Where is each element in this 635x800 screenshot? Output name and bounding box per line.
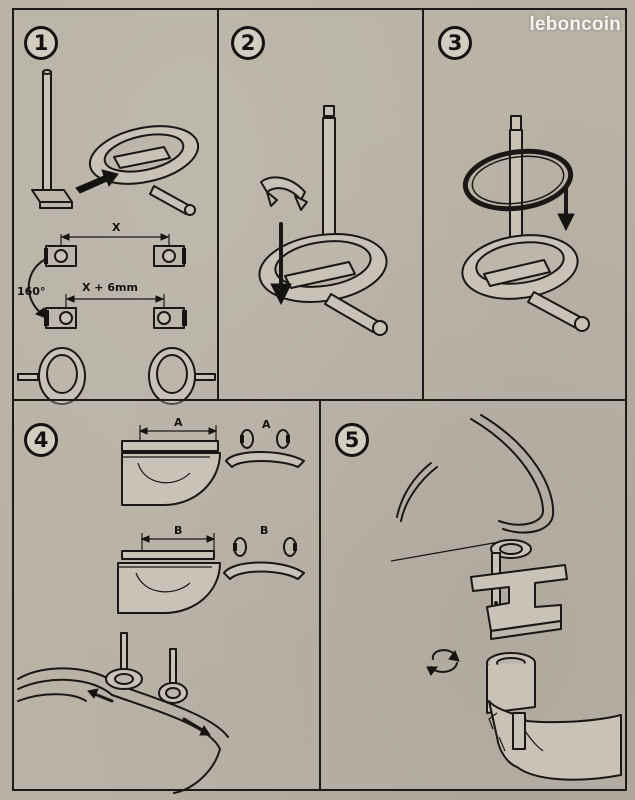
- step-4-badge: 4: [24, 423, 58, 457]
- hinge-clip-icon: [44, 245, 186, 267]
- hinge-plate-icon: [258, 233, 388, 336]
- hinge-clip-icon: [486, 652, 536, 714]
- step-3-panel: 3: [422, 8, 627, 401]
- step-5-badge: 5: [335, 423, 369, 457]
- hinge-ring-icon: [105, 668, 188, 704]
- hinge-ring-icon: [17, 347, 216, 405]
- step-3-badge: 3: [438, 26, 472, 60]
- width-a-label: A: [174, 416, 183, 429]
- step-3-illustration: [461, 115, 590, 332]
- hinge-clip-icon: [260, 176, 308, 211]
- step-5-illustration: [390, 414, 622, 781]
- hinge-plate-icon: [461, 234, 590, 332]
- hinge-clip-icon: [225, 429, 305, 468]
- step-1-illustration: [17, 69, 216, 405]
- step-1-badge: 1: [24, 26, 58, 60]
- hinge-ring-icon: [462, 148, 574, 212]
- hinge-plate-icon: [470, 564, 568, 640]
- gap-label: X: [112, 221, 121, 234]
- width-b-label: B: [174, 524, 183, 537]
- toilet-bowl-icon: [117, 550, 221, 614]
- step-4-panel: 4: [12, 399, 321, 794]
- step-1-panel: 1: [12, 8, 219, 405]
- step-2-illustration: [258, 105, 388, 336]
- step-2-panel: 2: [217, 8, 424, 401]
- step-2-badge: 2: [231, 26, 265, 60]
- hinge-a-label: A: [262, 418, 271, 431]
- gap-adjusted-label: X + 6mm: [82, 281, 138, 294]
- watermark-logo: leboncoin: [529, 14, 621, 35]
- hinge-clip-icon: [223, 537, 305, 580]
- step-4-illustration: [17, 425, 305, 794]
- toilet-bowl-icon: [121, 440, 221, 506]
- rotate-arrow-icon: [426, 649, 460, 676]
- step-5-panel: 5: [319, 399, 627, 791]
- hinge-plate-icon: [88, 125, 200, 216]
- hand-icon: [488, 700, 622, 781]
- hinge-b-label: B: [260, 524, 269, 537]
- toilet-seat-icon: [390, 414, 555, 562]
- pin-icon: [31, 69, 73, 209]
- rotation-label: 160°: [17, 285, 46, 298]
